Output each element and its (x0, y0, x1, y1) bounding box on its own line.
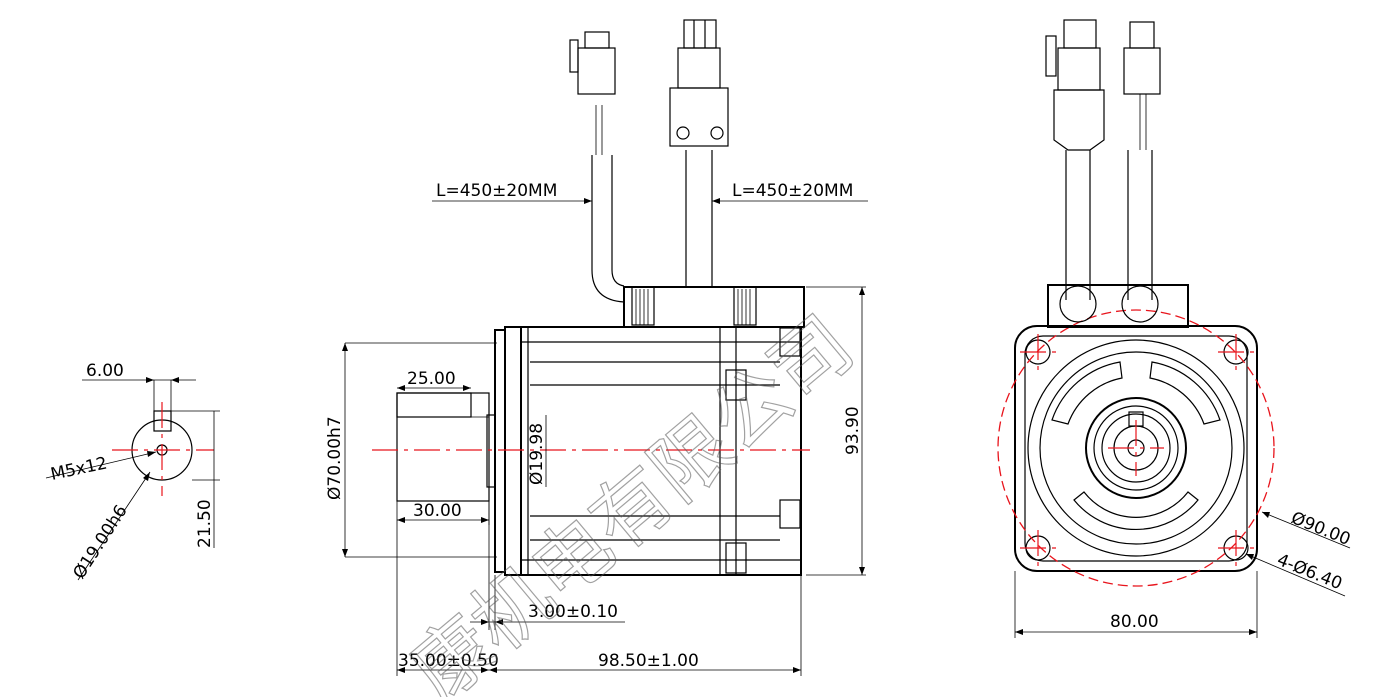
body-length-label: 98.50±1.00 (598, 651, 699, 671)
flange-thickness-label: 3.00±0.10 (528, 602, 618, 622)
shaft-length-label: 35.00±0.50 (398, 651, 499, 671)
key-length-label: 25.00 (407, 369, 456, 389)
mount-holes-label: 4-Ø6.40 (1274, 550, 1345, 594)
bolt-circle-label: Ø90.00 (1288, 508, 1353, 550)
watermark: 康机电有限公司 (394, 300, 870, 697)
height-label: 93.90 (843, 406, 863, 455)
thread-label: M5x12 (49, 453, 109, 484)
shaft-section-label: 30.00 (413, 501, 462, 521)
left-cable-length-label: L=450±20MM (436, 181, 557, 201)
shaft-end-view: 6.00 21.50 M5x12 Ø19.00h6 (45, 361, 220, 583)
flange-width-label: 80.00 (1110, 612, 1159, 632)
key-height-label: 21.50 (195, 499, 215, 548)
key-width-label: 6.00 (86, 361, 124, 381)
front-view: Ø90.00 4-Ø6.40 80.00 (997, 19, 1353, 638)
right-cable-length-label: L=450±20MM (732, 181, 853, 201)
side-shaft-diameter-label: Ø19.98 (527, 423, 547, 485)
shaft-diameter-label: Ø19.00h6 (69, 502, 131, 583)
side-view: L=450±20MM L=450±20MM 25.00 30.00 Ø19.98… (325, 19, 868, 676)
pilot-diameter-label: Ø70.00h7 (325, 416, 345, 500)
